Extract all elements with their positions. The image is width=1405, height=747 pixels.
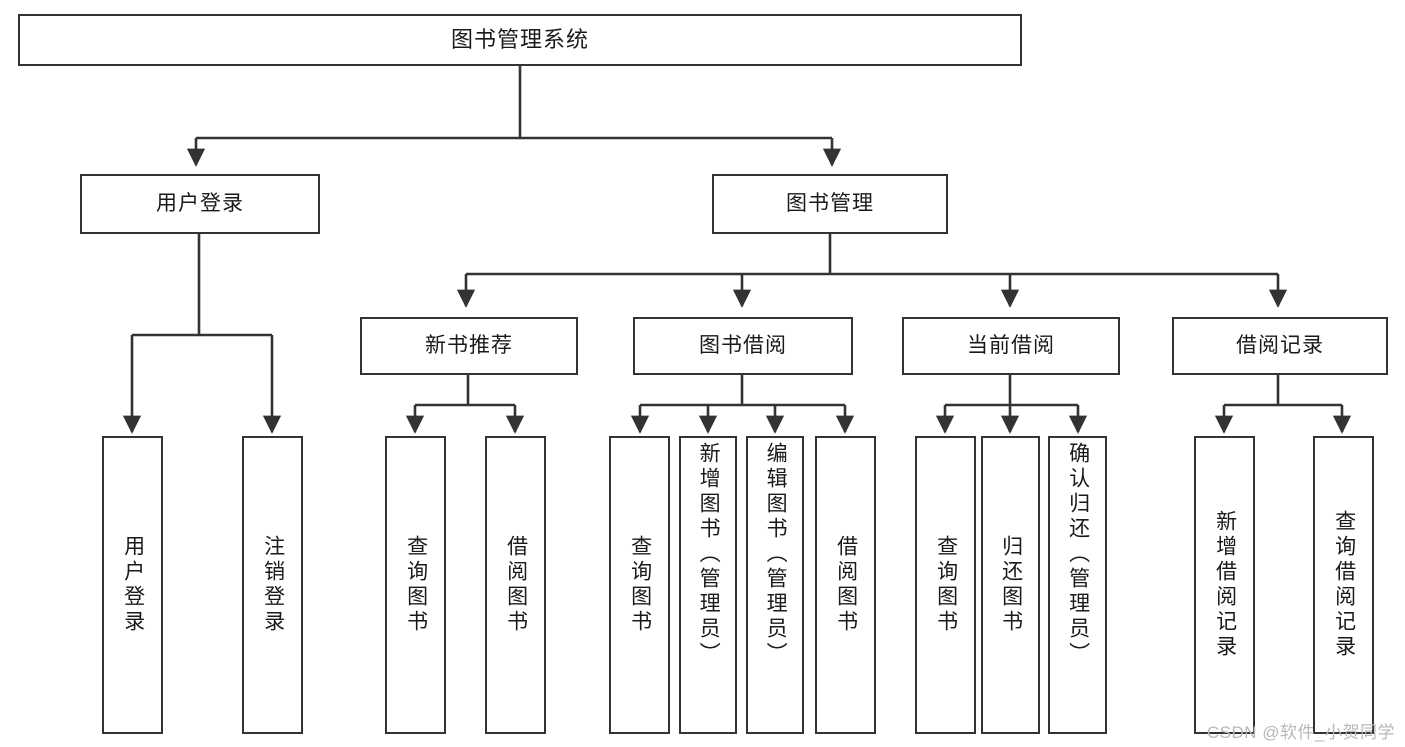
node-leaf-add-record-label: 新增借阅记录 (1213, 510, 1237, 660)
node-current-borrow[interactable]: 当前借阅 (902, 317, 1120, 375)
node-book-borrow[interactable]: 图书借阅 (633, 317, 853, 375)
node-new-book-rec[interactable]: 新书推荐 (360, 317, 578, 375)
node-leaf-query-book-1-label: 查询图书 (404, 535, 428, 635)
node-leaf-query-book-1[interactable]: 查询图书 (385, 436, 446, 734)
csdn-watermark: CSDN @软件_小贺同学 (1206, 723, 1395, 742)
node-book-manage-label: 图书管理 (786, 192, 874, 216)
node-borrow-record[interactable]: 借阅记录 (1172, 317, 1388, 375)
node-leaf-query-book-3[interactable]: 查询图书 (915, 436, 976, 734)
node-leaf-confirm-return[interactable]: 确认归还（管理员） (1048, 436, 1107, 734)
node-leaf-borrow-book-1-label: 借阅图书 (504, 535, 528, 635)
node-leaf-query-book-3-label: 查询图书 (934, 535, 958, 635)
node-root-label: 图书管理系统 (450, 26, 589, 52)
node-leaf-query-book-2-label: 查询图书 (628, 535, 652, 635)
node-leaf-confirm-return-label: 确认归还（管理员） (1066, 442, 1090, 667)
node-leaf-return-book-label: 归还图书 (999, 535, 1023, 635)
node-leaf-add-book-label: 新增图书（管理员） (697, 442, 721, 667)
node-new-book-rec-label: 新书推荐 (425, 334, 513, 358)
node-leaf-edit-book[interactable]: 编辑图书（管理员） (746, 436, 804, 734)
node-leaf-user-login[interactable]: 用户登录 (102, 436, 163, 734)
node-root[interactable]: 图书管理系统 (18, 14, 1022, 66)
node-leaf-logout-label: 注销登录 (261, 535, 285, 635)
node-user-login-label: 用户登录 (156, 192, 244, 216)
node-leaf-edit-book-label: 编辑图书（管理员） (764, 442, 788, 667)
node-leaf-query-record[interactable]: 查询借阅记录 (1313, 436, 1374, 734)
node-leaf-add-record[interactable]: 新增借阅记录 (1194, 436, 1255, 734)
node-current-borrow-label: 当前借阅 (967, 334, 1055, 358)
node-borrow-record-label: 借阅记录 (1236, 334, 1324, 358)
node-leaf-query-record-label: 查询借阅记录 (1332, 510, 1356, 660)
node-leaf-borrow-book-2-label: 借阅图书 (834, 535, 858, 635)
node-leaf-borrow-book-2[interactable]: 借阅图书 (815, 436, 876, 734)
node-leaf-query-book-2[interactable]: 查询图书 (609, 436, 670, 734)
node-leaf-return-book[interactable]: 归还图书 (981, 436, 1040, 734)
node-book-manage[interactable]: 图书管理 (712, 174, 948, 234)
node-leaf-logout[interactable]: 注销登录 (242, 436, 303, 734)
node-book-borrow-label: 图书借阅 (699, 334, 787, 358)
node-user-login[interactable]: 用户登录 (80, 174, 320, 234)
node-leaf-borrow-book-1[interactable]: 借阅图书 (485, 436, 546, 734)
node-leaf-add-book[interactable]: 新增图书（管理员） (679, 436, 737, 734)
node-leaf-user-login-label: 用户登录 (121, 535, 145, 635)
